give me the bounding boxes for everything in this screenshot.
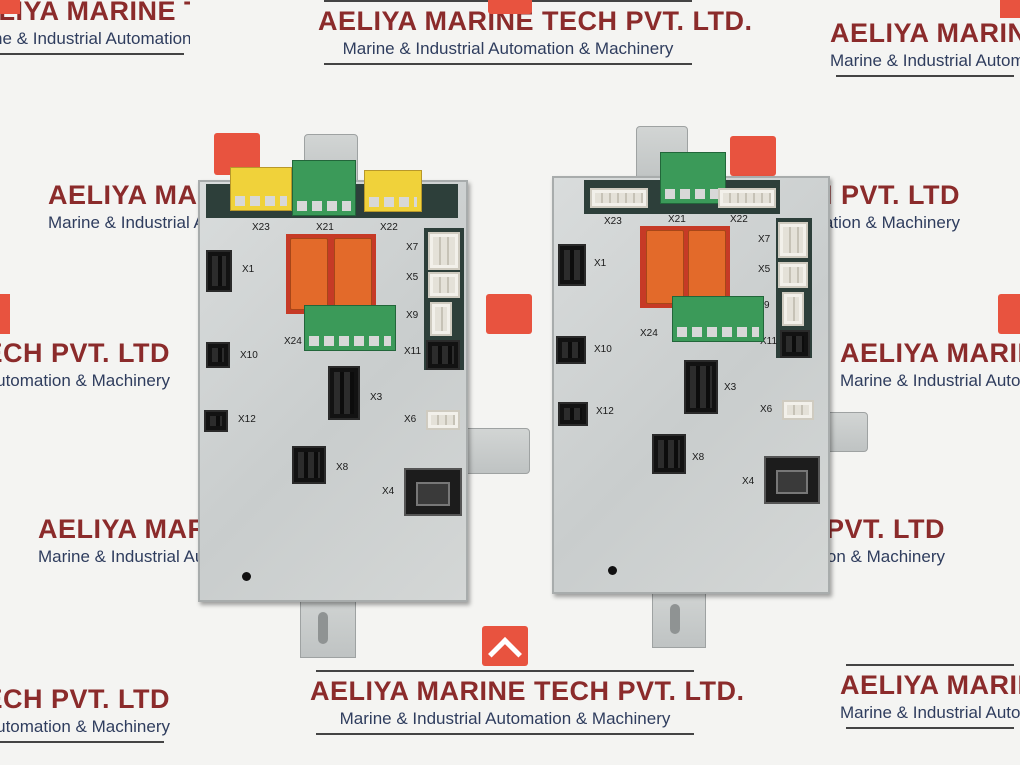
- connector-x1: [558, 244, 586, 286]
- label-x8: X8: [692, 452, 705, 463]
- label-x11: X11: [404, 346, 422, 357]
- brand-logo-icon: [488, 0, 532, 14]
- label-x7: X7: [758, 234, 771, 245]
- terminal-block-x22: [364, 170, 422, 212]
- connector-x8: [292, 446, 326, 484]
- brand-logo-icon: [998, 294, 1020, 334]
- label-x21: X21: [316, 222, 334, 233]
- label-x1: X1: [594, 258, 607, 269]
- label-x1: X1: [242, 264, 255, 275]
- brand-logo-icon: [0, 0, 20, 14]
- watermark-lower-left: AELIYA MARINE TECH PVT. LTD. Marine & In…: [38, 514, 198, 566]
- watermark-top-left: AELIYA MARINE TECH PVT. LTD. Marine & In…: [0, 0, 190, 55]
- relay-2: [688, 230, 726, 304]
- label-x23: X23: [604, 216, 622, 227]
- connector-x22: [718, 188, 776, 208]
- label-x12: X12: [238, 414, 256, 425]
- rj45-port-x4: [404, 468, 462, 516]
- watermark-center-right: AELIYA MARINE TECH PVT. LTD. Marine & In…: [840, 338, 1020, 390]
- label-x9: 9: [764, 300, 770, 311]
- relay-1: [646, 230, 684, 304]
- label-x23: X23: [252, 222, 270, 233]
- brand-logo-icon: [730, 136, 776, 176]
- watermark-center-left: AELIYA MARINE TECH PVT. LTD. Marine & In…: [0, 338, 170, 390]
- label-x24: X24: [284, 336, 302, 347]
- label-x3: X3: [724, 382, 737, 393]
- label-x5: X5: [758, 264, 771, 275]
- terminal-block-x24: [304, 305, 396, 351]
- connector-x12: [558, 402, 588, 426]
- label-x10: X10: [240, 350, 258, 361]
- terminal-block-x24: [672, 296, 764, 342]
- connector-x5: [428, 272, 460, 298]
- label-x21: X21: [668, 214, 686, 225]
- brand-logo-icon: [0, 294, 10, 334]
- watermark-top-right: AELIYA MARINE TECH PVT. LTD. Marine & In…: [830, 14, 1020, 77]
- connector-x11: [426, 340, 460, 370]
- label-x24: X24: [640, 328, 658, 339]
- connector-x7: [778, 222, 808, 258]
- connector-x3: [684, 360, 718, 414]
- label-x5: X5: [406, 272, 419, 283]
- label-x4: X4: [382, 486, 395, 497]
- terminal-block-x23: [230, 167, 292, 211]
- mounting-tab-bottom: [300, 592, 356, 658]
- connector-x6: [426, 410, 460, 430]
- relay-2: [334, 238, 372, 310]
- label-x3: X3: [370, 392, 383, 403]
- watermark-top-center: AELIYA MARINE TECH PVT. LTD. Marine & In…: [318, 0, 752, 65]
- connector-x1: [206, 250, 232, 292]
- connector-x5: [778, 262, 808, 288]
- terminal-block-x21: [292, 160, 356, 216]
- watermark-bottom-center: AELIYA MARINE TECH PVT. LTD. Marine & In…: [310, 626, 744, 735]
- watermark-mid-left: AELIYA MARINE TECH PVT. LTD. Marine & In…: [48, 180, 208, 232]
- screw-hole: [608, 566, 617, 575]
- label-x9: X9: [406, 310, 419, 321]
- connector-x11: [780, 330, 810, 358]
- mounting-tab-side: [462, 428, 530, 474]
- label-x6: X6: [760, 404, 773, 415]
- connector-x10: [556, 336, 586, 364]
- brand-logo-icon: [1000, 0, 1020, 18]
- screw-hole: [242, 572, 251, 581]
- label-x12: X12: [596, 406, 614, 417]
- watermark-bottom-left: AELIYA MARINE TECH PVT. LTD. Marine & In…: [0, 680, 170, 743]
- watermark-bottom-right: AELIYA MARINE TECH PVT. LTD. Marine & In…: [840, 664, 1020, 729]
- label-x22: X22: [730, 214, 748, 225]
- label-x10: X10: [594, 344, 612, 355]
- label-x8: X8: [336, 462, 349, 473]
- terminal-block-x21: [660, 152, 726, 204]
- connector-x10: [206, 342, 230, 368]
- label-x7: X7: [406, 242, 419, 253]
- connector-x9: [782, 292, 804, 326]
- connector-x3: [328, 366, 360, 420]
- relay-1: [290, 238, 328, 310]
- connector-x12: [204, 410, 228, 432]
- label-x11: X11: [760, 336, 778, 347]
- connector-x23: [590, 188, 648, 208]
- brand-logo-icon: [486, 294, 532, 334]
- brand-logo-icon: [482, 626, 528, 666]
- connector-x9: [430, 302, 452, 336]
- rj45-port-x4: [764, 456, 820, 504]
- connector-x6: [782, 400, 814, 420]
- connector-x8: [652, 434, 686, 474]
- label-x6: X6: [404, 414, 417, 425]
- label-x22: X22: [380, 222, 398, 233]
- label-x4: X4: [742, 476, 755, 487]
- connector-x7: [428, 232, 460, 270]
